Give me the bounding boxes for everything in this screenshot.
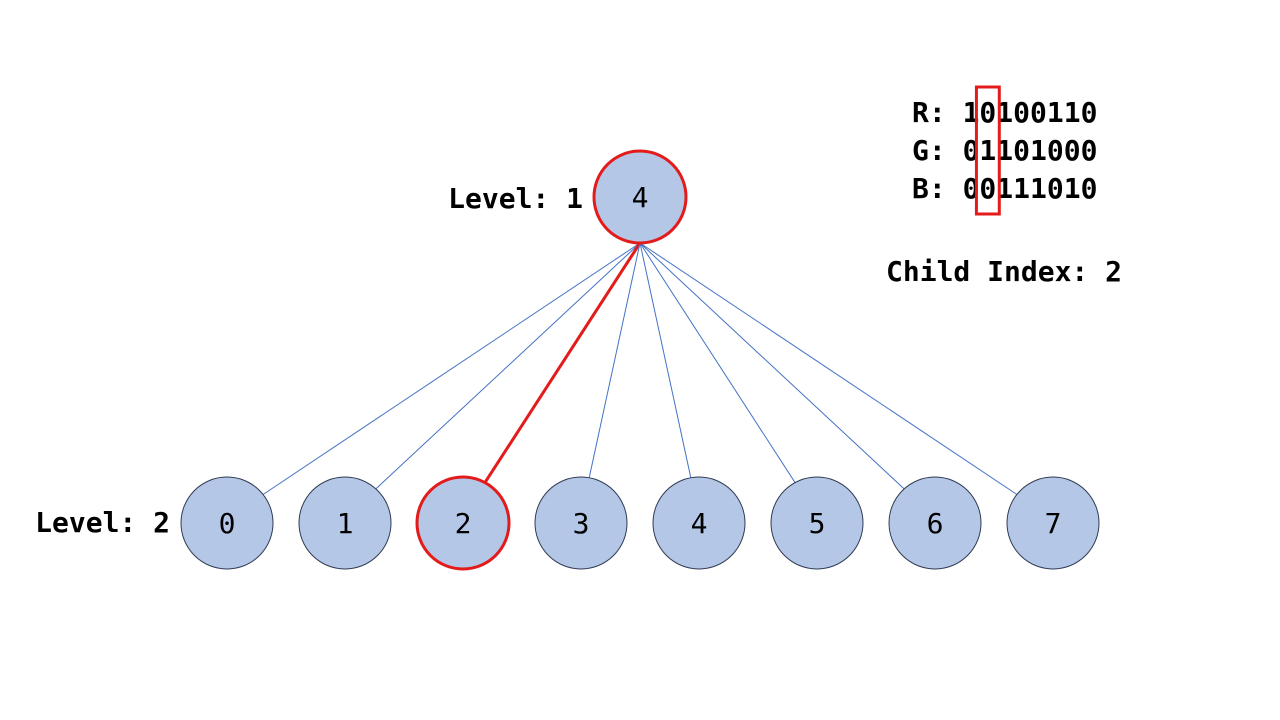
edge-0	[262, 242, 641, 495]
child-node-label-7: 7	[1045, 507, 1062, 540]
edge-7	[639, 242, 1018, 495]
child-node-label-3: 3	[573, 507, 590, 540]
edge-1	[375, 242, 641, 490]
tree-edges	[262, 242, 1018, 495]
child-node-2	[415, 475, 511, 571]
child-node-label-5: 5	[809, 507, 826, 540]
child-node-0	[180, 476, 274, 570]
child-nodes-group: Level: 2 0 1 2 3 4 5 6 7	[35, 475, 1100, 571]
child-node-label-1: 1	[337, 507, 354, 540]
child-index-label: Child Index: 2	[886, 255, 1122, 288]
edge-5	[639, 242, 796, 483]
child-node-label-2: 2	[455, 507, 472, 540]
root-node-label: 4	[632, 181, 649, 214]
child-node-7	[1006, 476, 1100, 570]
child-node-4	[652, 476, 746, 570]
bit-row-b: B: 00111010	[912, 172, 1097, 205]
root-node	[592, 149, 688, 245]
root-level-label: Level: 1	[448, 182, 583, 215]
bit-highlight-box	[974, 85, 1001, 216]
bit-row-g: G: 01101000	[912, 134, 1097, 167]
root-node-group: Level: 1 4	[448, 149, 688, 245]
edge-3	[588, 242, 641, 478]
child-node-label-0: 0	[219, 507, 236, 540]
bit-table: R: 10100110 G: 01101000 B: 00111010	[912, 96, 1097, 205]
edge-4	[639, 242, 692, 478]
bit-row-r: R: 10100110	[912, 96, 1097, 129]
child-node-5	[770, 476, 864, 570]
child-node-1	[298, 476, 392, 570]
edge-2	[483, 242, 642, 484]
child-level-label: Level: 2	[35, 506, 170, 539]
child-node-label-6: 6	[927, 507, 944, 540]
edge-6	[639, 242, 905, 490]
child-node-3	[534, 476, 628, 570]
child-node-label-4: 4	[691, 507, 708, 540]
child-node-6	[888, 476, 982, 570]
